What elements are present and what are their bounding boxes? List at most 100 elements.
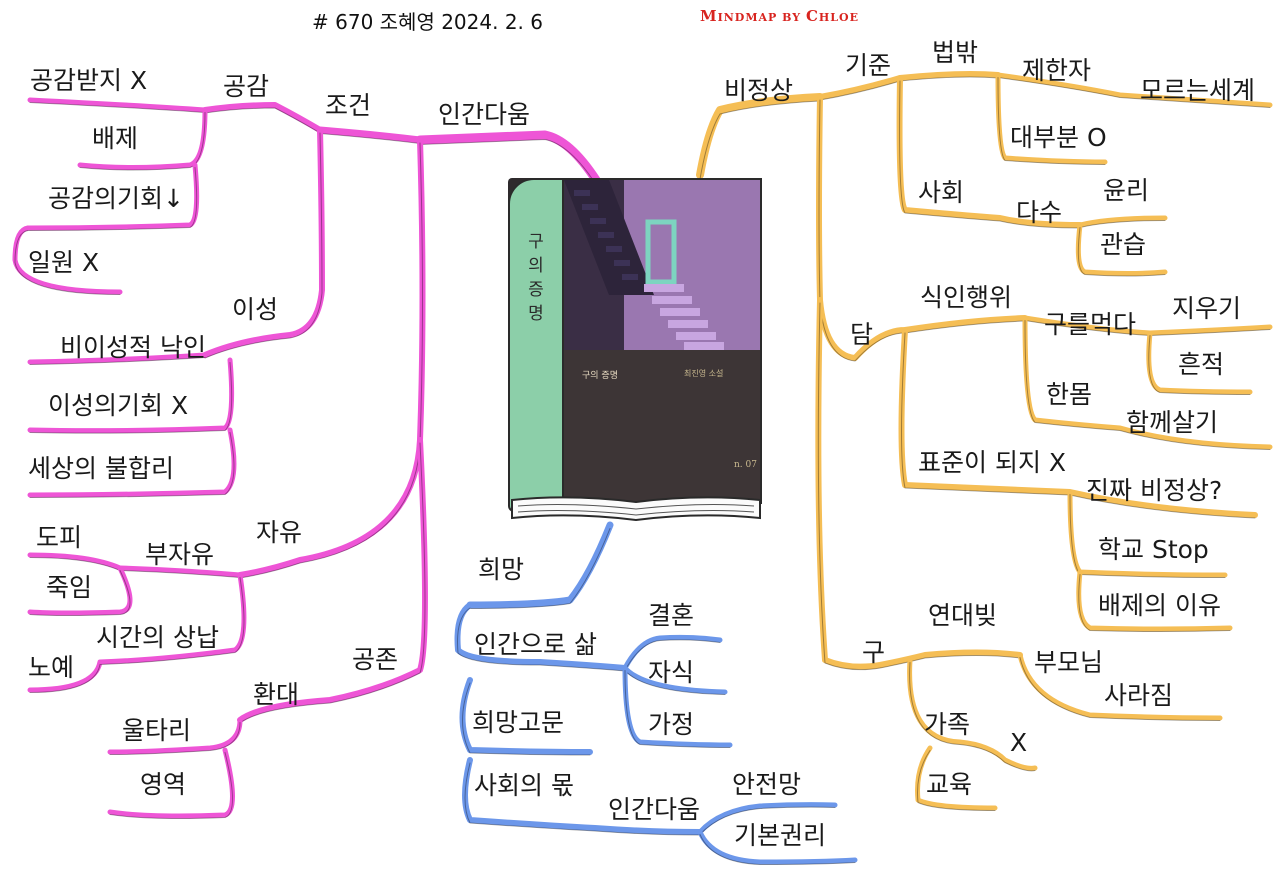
- bottom-branch-lines: [454, 521, 858, 865]
- living-together-label: 함께살기: [1126, 408, 1219, 437]
- dam-label: 담: [850, 320, 874, 349]
- book-pages: [511, 496, 761, 522]
- slave-label: 노예: [28, 653, 75, 682]
- society-share-label: 사회의 몫: [474, 771, 574, 800]
- main-branch-line: [415, 130, 601, 185]
- reason-item: 비이성적 낙인: [60, 333, 206, 362]
- reason-item: 이성의기회 X: [48, 391, 189, 420]
- society-share-item-line-edge: [699, 834, 856, 865]
- parents-line-edge: [1019, 657, 1221, 721]
- unfreedom-item-line-edge: [29, 570, 131, 616]
- empathy-item-line-edge: [14, 230, 121, 295]
- human-life-item-line-edge: [624, 670, 731, 748]
- left-condition-label: 조건: [325, 91, 372, 120]
- dam-line-edge: [818, 99, 1026, 362]
- society-share-item-line: [697, 802, 838, 835]
- limiter-label: 제한자: [1022, 56, 1092, 85]
- human-life-label: 인간으로 삶: [474, 630, 597, 659]
- society-item: 관습: [1100, 230, 1147, 259]
- reason-item-line: [27, 427, 237, 498]
- empathy-item: 배제: [92, 124, 139, 153]
- empathy-item-line-edge: [29, 102, 206, 113]
- reason-item: 세상의 불합리: [28, 454, 174, 483]
- reason-item-line-edge: [29, 357, 206, 365]
- notstd-item-line: [1076, 569, 1233, 632]
- society-line-edge: [899, 80, 1081, 229]
- empathy-item-line-edge: [79, 112, 206, 171]
- coexist-item-line-edge: [109, 752, 233, 819]
- notstd-item: 학교 Stop: [1098, 535, 1209, 564]
- coexist-item-line: [107, 717, 243, 755]
- stairs-icon: [564, 180, 724, 350]
- cannibalism-label: 식인행위: [920, 283, 1013, 312]
- unfreedom-line-edge: [119, 570, 241, 578]
- main-branch-line: [696, 93, 824, 179]
- eat-item-line: [1146, 330, 1253, 395]
- empathy-label: 공감: [223, 72, 270, 101]
- society-label: 사회: [918, 178, 965, 207]
- human-life-line-edge: [457, 607, 626, 672]
- coexist-line: [237, 437, 428, 723]
- human-life-item-line: [622, 665, 728, 695]
- freedom-line: [237, 137, 426, 578]
- hope-torture-line: [459, 677, 593, 755]
- human-life-item-line: [622, 665, 733, 748]
- unfreedom-item-line: [27, 565, 133, 616]
- eat-item: 지우기: [1172, 294, 1242, 323]
- human-life-item: 자식: [648, 658, 695, 687]
- gu-label: 구: [862, 638, 886, 667]
- unfreedom-label: 부자유: [145, 540, 215, 569]
- right-main-label: 비정상: [724, 76, 794, 105]
- time-line-edge: [29, 577, 245, 693]
- empathy-line-edge: [204, 107, 321, 134]
- main-branch-line-edge: [469, 528, 611, 609]
- hope-torture-label: 희망고문: [472, 708, 565, 737]
- society-line: [896, 75, 1083, 228]
- gu-line: [815, 297, 1023, 670]
- time-line: [27, 572, 247, 693]
- cover-title: 구의 증명: [582, 371, 618, 381]
- empathy-item: 공감의기회↓: [48, 184, 184, 213]
- reason-item-line-edge: [29, 432, 235, 498]
- hope-torture-line-edge: [462, 682, 591, 756]
- empathy-item-line: [12, 225, 123, 295]
- reason-label: 이성: [232, 295, 279, 324]
- unknown-world-label: 모르는세계: [1140, 76, 1256, 105]
- real-abnormal-label: 진짜 비정상?: [1086, 476, 1223, 505]
- society-item-line-edge: [1077, 227, 1166, 277]
- eat-gu-label: 구를먹다: [1044, 310, 1137, 339]
- education-line-edge: [917, 750, 996, 811]
- human-life-item-line-edge: [624, 639, 721, 671]
- reason-line: [202, 127, 325, 358]
- book-spine: 구의증명: [508, 178, 568, 512]
- dam-line: [816, 94, 1028, 361]
- human-life-line: [454, 602, 628, 671]
- reason-item-line: [27, 357, 235, 434]
- majority-o-line: [995, 72, 1108, 165]
- hope-label: 희망: [478, 555, 525, 584]
- reason-item-line-edge: [29, 362, 233, 434]
- society-share-line: [462, 757, 703, 835]
- family-line: [907, 657, 1038, 771]
- book-cover: 구의 증명 최진영 소설 n. 07: [562, 178, 762, 504]
- family-x-label: X: [1010, 728, 1028, 757]
- reason-item-line: [27, 352, 208, 365]
- outlaw-line-edge: [819, 76, 999, 101]
- society-share-item: 기본권리: [734, 821, 827, 850]
- cover-lower: 구의 증명 최진영 소설 n. 07: [564, 350, 760, 502]
- majority-label: 다수: [1016, 198, 1063, 227]
- empathy-item: 일원 X: [28, 248, 100, 277]
- parents-line: [1017, 652, 1223, 721]
- society-item-line-edge: [1079, 220, 1166, 228]
- reason-line-edge: [204, 132, 323, 359]
- family-label: 가족: [924, 710, 971, 739]
- right-branch-lines: [696, 71, 1273, 811]
- one-body-label: 한몸: [1046, 380, 1093, 409]
- notstd-item-line: [1067, 489, 1228, 578]
- society-share-item-line: [697, 829, 858, 865]
- unfreedom-line: [117, 565, 243, 578]
- brand-label: MINDMAP BY CHLOE: [700, 7, 859, 25]
- eat-item-line-edge: [1148, 335, 1251, 395]
- limiter-line: [995, 72, 1273, 108]
